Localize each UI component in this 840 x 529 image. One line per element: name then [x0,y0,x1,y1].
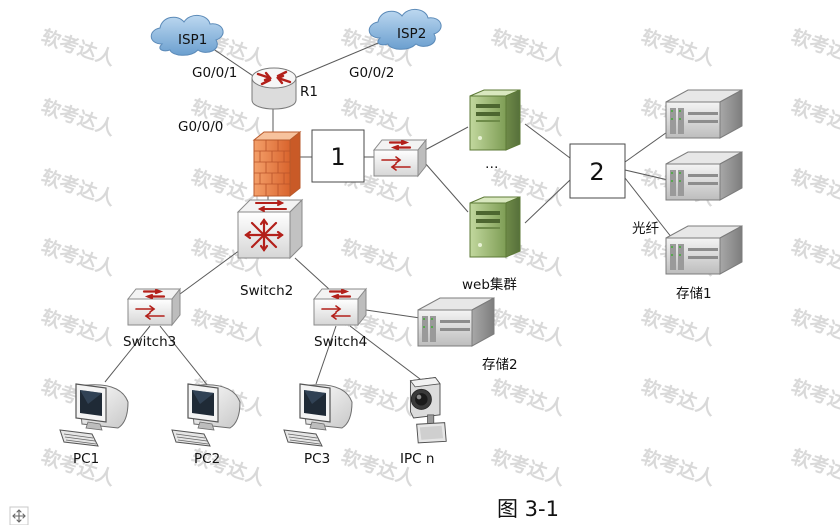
watermark-text: 软考达人 [338,235,418,281]
ip-camera: IPC n [400,376,447,467]
link-lines [104,35,673,387]
link-box2-storage1b [624,169,669,181]
box-2-label: 2 [589,158,604,186]
access-switch-switch3: Switch3 [123,287,182,350]
link-switch-server1 [424,126,469,151]
storage-2: 存储2 [417,297,518,373]
storage-2-label: 存储2 [482,357,518,373]
web-server-2 [469,196,521,258]
pc-3: PC3 [283,383,353,467]
watermark-text: 软考达人 [788,95,840,141]
storage-icon [665,151,743,201]
figure-caption: 图 3-1 [497,497,559,521]
watermark-text: 软考达人 [488,305,568,351]
switch2-label: Switch2 [240,283,293,299]
isp2-label: ISP2 [397,26,426,42]
computer-icon [171,383,241,447]
link-switch3-pc2 [159,325,209,387]
watermark-text: 软考达人 [188,305,268,351]
server-icon [469,196,521,258]
pc1-label: PC1 [73,451,99,467]
watermark-text: 软考达人 [638,375,718,421]
firewall [252,130,302,198]
web-cluster-label: web集群 [462,277,517,293]
access-switch-switch4: Switch4 [312,287,368,350]
watermark-text: 软考达人 [38,235,118,281]
isp1-label: ISP1 [178,32,207,48]
ipc-label: IPC n [400,451,434,467]
watermark-text: 软考达人 [638,305,718,351]
fiber-link-label: 光纤 [632,221,659,237]
isp2-cloud: ISP2 [368,9,442,50]
pc3-label: PC3 [304,451,330,467]
watermark-text: 软考达人 [638,445,718,491]
link-switch2-switch3 [179,249,241,295]
computer-icon [283,383,353,447]
switch-icon [312,287,368,327]
switch3-label: Switch3 [123,334,176,350]
link-server2-box2 [524,179,571,224]
link-isp2-r1 [289,35,396,81]
pc-2: PC2 [171,383,241,467]
server-icon [469,89,521,151]
core-switch-icon [236,198,304,260]
cloud-icon [368,9,442,50]
storage-icon [665,225,743,275]
watermark-text: 软考达人 [788,25,840,71]
box-1-label: 1 [330,143,345,171]
switch-icon [126,287,182,327]
watermark-text: 软考达人 [788,445,840,491]
watermark-text: 软考达人 [788,305,840,351]
core-switch-switch2: Switch2 [236,198,304,299]
watermark-text: 软考达人 [38,95,118,141]
router-r1-label: R1 [300,84,318,100]
cloud-icon [150,15,224,56]
interface-g000-label: G0/0/0 [178,119,223,135]
camera-icon [409,376,447,444]
web-cluster-ellipsis: … [485,156,499,172]
watermark-text: 软考达人 [788,375,840,421]
box-2: 2 [569,143,626,199]
firewall-bricks-icon [254,140,290,196]
link-switch4-pc3 [315,325,337,385]
storage-1-unit-a [665,89,743,139]
router-r1: R1 [251,67,318,110]
pc-1: PC1 [59,383,129,467]
link-switch4-ipc [349,325,425,383]
link-server1-box2 [524,123,571,159]
link-switch4-storage2 [365,309,421,319]
watermark-text: 软考达人 [38,165,118,211]
link-box2-storage1c [624,177,673,239]
link-box2-storage1a [624,129,671,163]
storage-icon [417,297,495,347]
watermark-text: 软考达人 [788,165,840,211]
link-switch3-pc1 [104,325,151,383]
switch-icon [372,138,428,178]
watermark-text: 软考达人 [38,305,118,351]
watermark-text: 软考达人 [488,445,568,491]
pc2-label: PC2 [194,451,220,467]
move-handle-icon[interactable] [9,506,29,526]
switch4-label: Switch4 [314,334,367,350]
storage-1-label: 存储1 [676,286,712,302]
router-arrows-icon [256,70,292,86]
link-switch-server2 [424,162,469,213]
watermark-text: 软考达人 [38,25,118,71]
web-server-1 [469,89,521,151]
dmz-switch [372,138,428,178]
link-switch2-switch4 [294,257,331,291]
watermark-text: 软考达人 [488,25,568,71]
watermark-text: 软考达人 [788,235,840,281]
storage-1-unit-c [665,225,743,275]
interface-g002-label: G0/0/2 [349,65,394,81]
isp1-cloud: ISP1 [150,15,224,56]
storage-icon [665,89,743,139]
watermark-text: 软考达人 [638,25,718,71]
interface-g001-label: G0/0/1 [192,65,237,81]
box-1: 1 [311,129,365,183]
storage-1-unit-b [665,151,743,201]
watermark-text: 软考达人 [488,375,568,421]
